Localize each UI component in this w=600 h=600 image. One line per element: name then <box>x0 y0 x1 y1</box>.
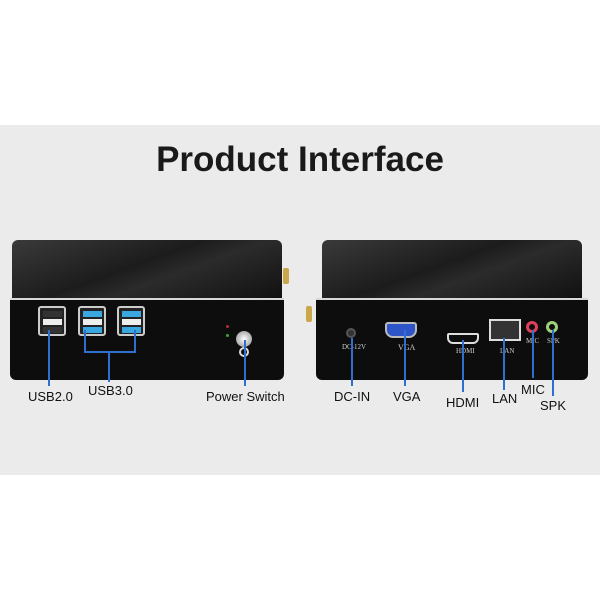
label-lan: LAN <box>492 391 518 406</box>
lan-port <box>489 319 521 341</box>
antenna <box>283 268 289 284</box>
label-mic: MIC <box>521 382 545 397</box>
usb3-port-2 <box>117 306 145 336</box>
label-power-switch: Power Switch <box>206 389 285 404</box>
print-lan: LAN <box>500 347 515 355</box>
print-vga: VGA <box>398 343 416 352</box>
usb3-port-1 <box>78 306 106 336</box>
usb2-port <box>38 306 66 336</box>
label-vga: VGA <box>393 389 421 404</box>
label-usb3: USB3.0 <box>88 383 133 398</box>
vga-port <box>385 322 417 338</box>
device-top <box>322 240 582 298</box>
label-hdmi: HDMI <box>446 395 480 410</box>
dc-jack <box>346 328 356 338</box>
led-green <box>226 334 229 337</box>
antenna <box>306 306 312 322</box>
led-red <box>226 325 229 328</box>
page-title: Product Interface <box>156 140 444 179</box>
label-dc-in: DC-IN <box>334 389 371 404</box>
print-hdmi: HDMI <box>456 347 475 355</box>
print-dc: DC-12V <box>342 343 367 351</box>
label-spk: SPK <box>540 398 567 413</box>
device-top <box>12 240 282 298</box>
label-usb2: USB2.0 <box>28 389 73 404</box>
power-button <box>236 331 252 347</box>
